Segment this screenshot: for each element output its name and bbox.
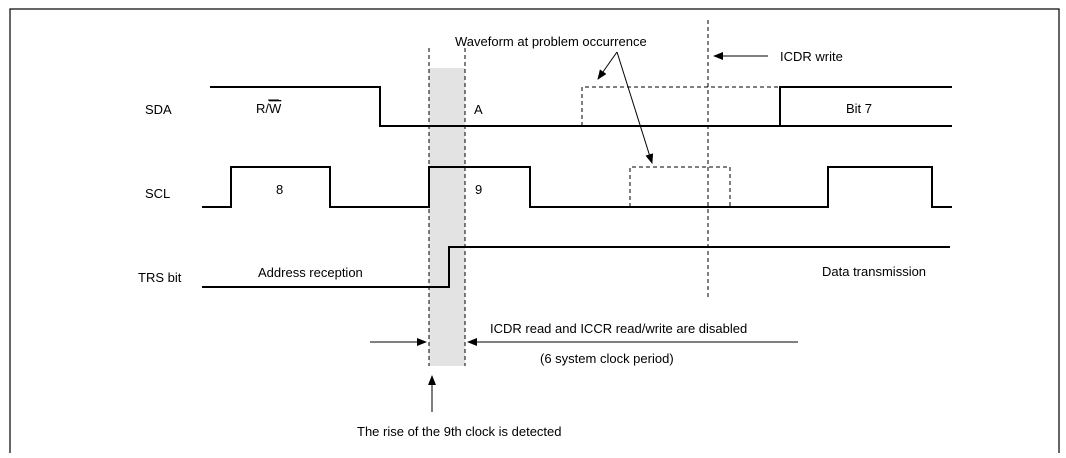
signal-label-scl: SCL [145, 186, 170, 201]
sda-bit7-label: Bit 7 [846, 101, 872, 116]
sda-rw-label: R/W [256, 101, 282, 116]
arrow-problem-to-scl [616, 51, 654, 164]
sda-rw-bar: W [269, 101, 282, 116]
annotation-icdr-write: ICDR write [780, 49, 843, 64]
sda-rw-prefix: R/ [256, 101, 269, 116]
annotation-rise-detected: The rise of the 9th clock is detected [357, 424, 562, 439]
annotation-period: (6 system clock period) [540, 351, 674, 366]
arrow-problem-to-sda [597, 51, 618, 80]
annotation-waveform-problem: Waveform at problem occurrence [455, 34, 647, 49]
diagram-frame [9, 8, 1060, 456]
scl-clock-8-label: 8 [276, 182, 283, 197]
annotation-disabled: ICDR read and ICCR read/write are disabl… [490, 321, 747, 336]
scl-waveform [202, 166, 952, 208]
sda-ack-label: A [474, 102, 483, 117]
trs-data-transmission-label: Data transmission [822, 264, 926, 279]
sda-problem-waveform [581, 86, 780, 126]
detection-window-band [429, 68, 465, 366]
scl-clock-9-label: 9 [475, 182, 482, 197]
sda-waveform-bit7-high [779, 86, 952, 126]
scl-problem-waveform [629, 166, 731, 207]
trs-waveform [202, 246, 950, 288]
signal-label-trs: TRS bit [138, 270, 182, 285]
sda-waveform-low [210, 86, 780, 127]
signal-label-sda: SDA [145, 102, 172, 117]
trs-address-reception-label: Address reception [258, 265, 363, 280]
